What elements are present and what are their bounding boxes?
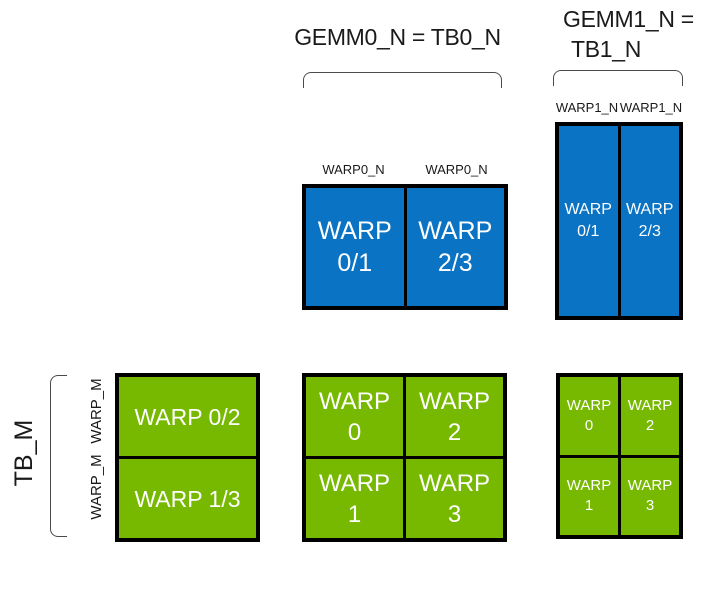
tb-m-axis-label: TB_M (9, 419, 38, 487)
warp1-n-label-row: WARP1_N WARP1_N (555, 100, 683, 115)
gemm0-warp01-tile: WARP 0/1 (306, 188, 404, 306)
gemm1-warp2-cell: WARP 2 (621, 377, 679, 455)
gemm0-warp01-tile-line1: WARP (317, 217, 392, 245)
gemm1-warp0-cell: WARP 0 (560, 377, 618, 455)
tb-m-tile-stack: WARP 0/2 WARP 1/3 (115, 373, 260, 542)
gemm0-warp2-line2: 2 (447, 418, 462, 446)
gemm0-accumulator-tile-pair: WARP 0/1 WARP 2/3 (302, 184, 508, 310)
gemm1-warp01-tile-line2: 0/1 (577, 223, 600, 240)
gemm1-warp01-tile-line1: WARP (564, 201, 612, 218)
warp0-n-label-row: WARP0_N WARP0_N (302, 162, 508, 177)
gemm0-n-title: GEMM0_N = TB0_N (294, 24, 501, 50)
gemm0-warp2-cell: WARP 2 (406, 377, 503, 456)
warp13-row-tile: WARP 1/3 (119, 459, 256, 538)
gemm1-warp3-line2: 3 (645, 497, 655, 515)
warp02-row-tile: WARP 0/2 (119, 377, 256, 456)
warp-m-label-top: WARP_M (87, 378, 105, 444)
gemm1-warp23-tile-line2: 2/3 (638, 223, 661, 240)
gemm1-warp23-tile-line1: WARP (626, 201, 674, 218)
gemm1-n-extent-bracket (553, 70, 683, 86)
gemm1-warp2-line2: 2 (645, 416, 655, 434)
gemm0-warp3-line2: 3 (447, 500, 462, 528)
gemm0-n-extent-bracket (303, 72, 502, 88)
gemm1-accumulator-tile-pair: WARP 0/1 WARP 2/3 (555, 122, 683, 320)
gemm1-n-title-line2: TB1_N (571, 36, 642, 62)
gemm1-warp0-line2: 0 (584, 416, 594, 434)
gemm0-warp23-tile-line2: 2/3 (437, 249, 473, 277)
gemm1-warp1-line2: 1 (584, 497, 594, 515)
warp0-n-label-left: WARP0_N (322, 162, 385, 177)
warp1-n-label-left: WARP1_N (555, 100, 619, 115)
gemm1-warp2-line1: WARP (627, 396, 673, 414)
gemm1-n-title: GEMM1_N = TB1_N (563, 4, 698, 64)
gemm0-warp2-line1: WARP (418, 387, 491, 415)
gemm0-warp1-cell: WARP 1 (306, 459, 403, 538)
gemm1-warp23-tile: WARP 2/3 (620, 126, 679, 316)
gemm0-warp3-cell: WARP 3 (406, 459, 503, 538)
gemm0-warp01-tile-line2: 0/1 (337, 249, 373, 277)
gemm0-warp3-line1: WARP (418, 469, 491, 497)
warp02-row-tile-label: WARP 0/2 (134, 403, 241, 430)
gemm1-warp1-line1: WARP (566, 477, 612, 495)
gemm1-warp01-tile: WARP 0/1 (559, 126, 618, 316)
gemm0-warp1-line1: WARP (318, 469, 391, 497)
warp1-n-label-right: WARP1_N (619, 100, 683, 115)
warp0-n-label-right: WARP0_N (425, 162, 488, 177)
gemm0-warp1-line2: 1 (347, 500, 362, 528)
gemm1-warp-grid: WARP 0 WARP 2 WARP 1 WARP 3 (556, 373, 683, 539)
gemm0-warp0-line2: 0 (347, 418, 362, 446)
gemm0-warp23-tile-line1: WARP (418, 217, 493, 245)
gemm1-warp3-line1: WARP (627, 477, 673, 495)
tb-m-extent-bracket (50, 375, 67, 537)
warp13-row-tile-label: WARP 1/3 (134, 485, 241, 512)
gemm0-warp0-cell: WARP 0 (306, 377, 403, 456)
gemm0-warp23-tile: WARP 2/3 (406, 188, 504, 306)
gemm1-warp0-line1: WARP (566, 396, 612, 414)
warp-m-label-bottom: WARP_M (87, 454, 105, 520)
gemm1-warp1-cell: WARP 1 (560, 457, 618, 535)
gemm0-warp-grid: WARP 0 WARP 2 WARP 1 WARP 3 (302, 373, 507, 542)
gemm0-warp0-line1: WARP (318, 387, 391, 415)
gemm1-warp3-cell: WARP 3 (621, 457, 679, 535)
gemm1-n-title-line1: GEMM1_N = (563, 6, 694, 32)
